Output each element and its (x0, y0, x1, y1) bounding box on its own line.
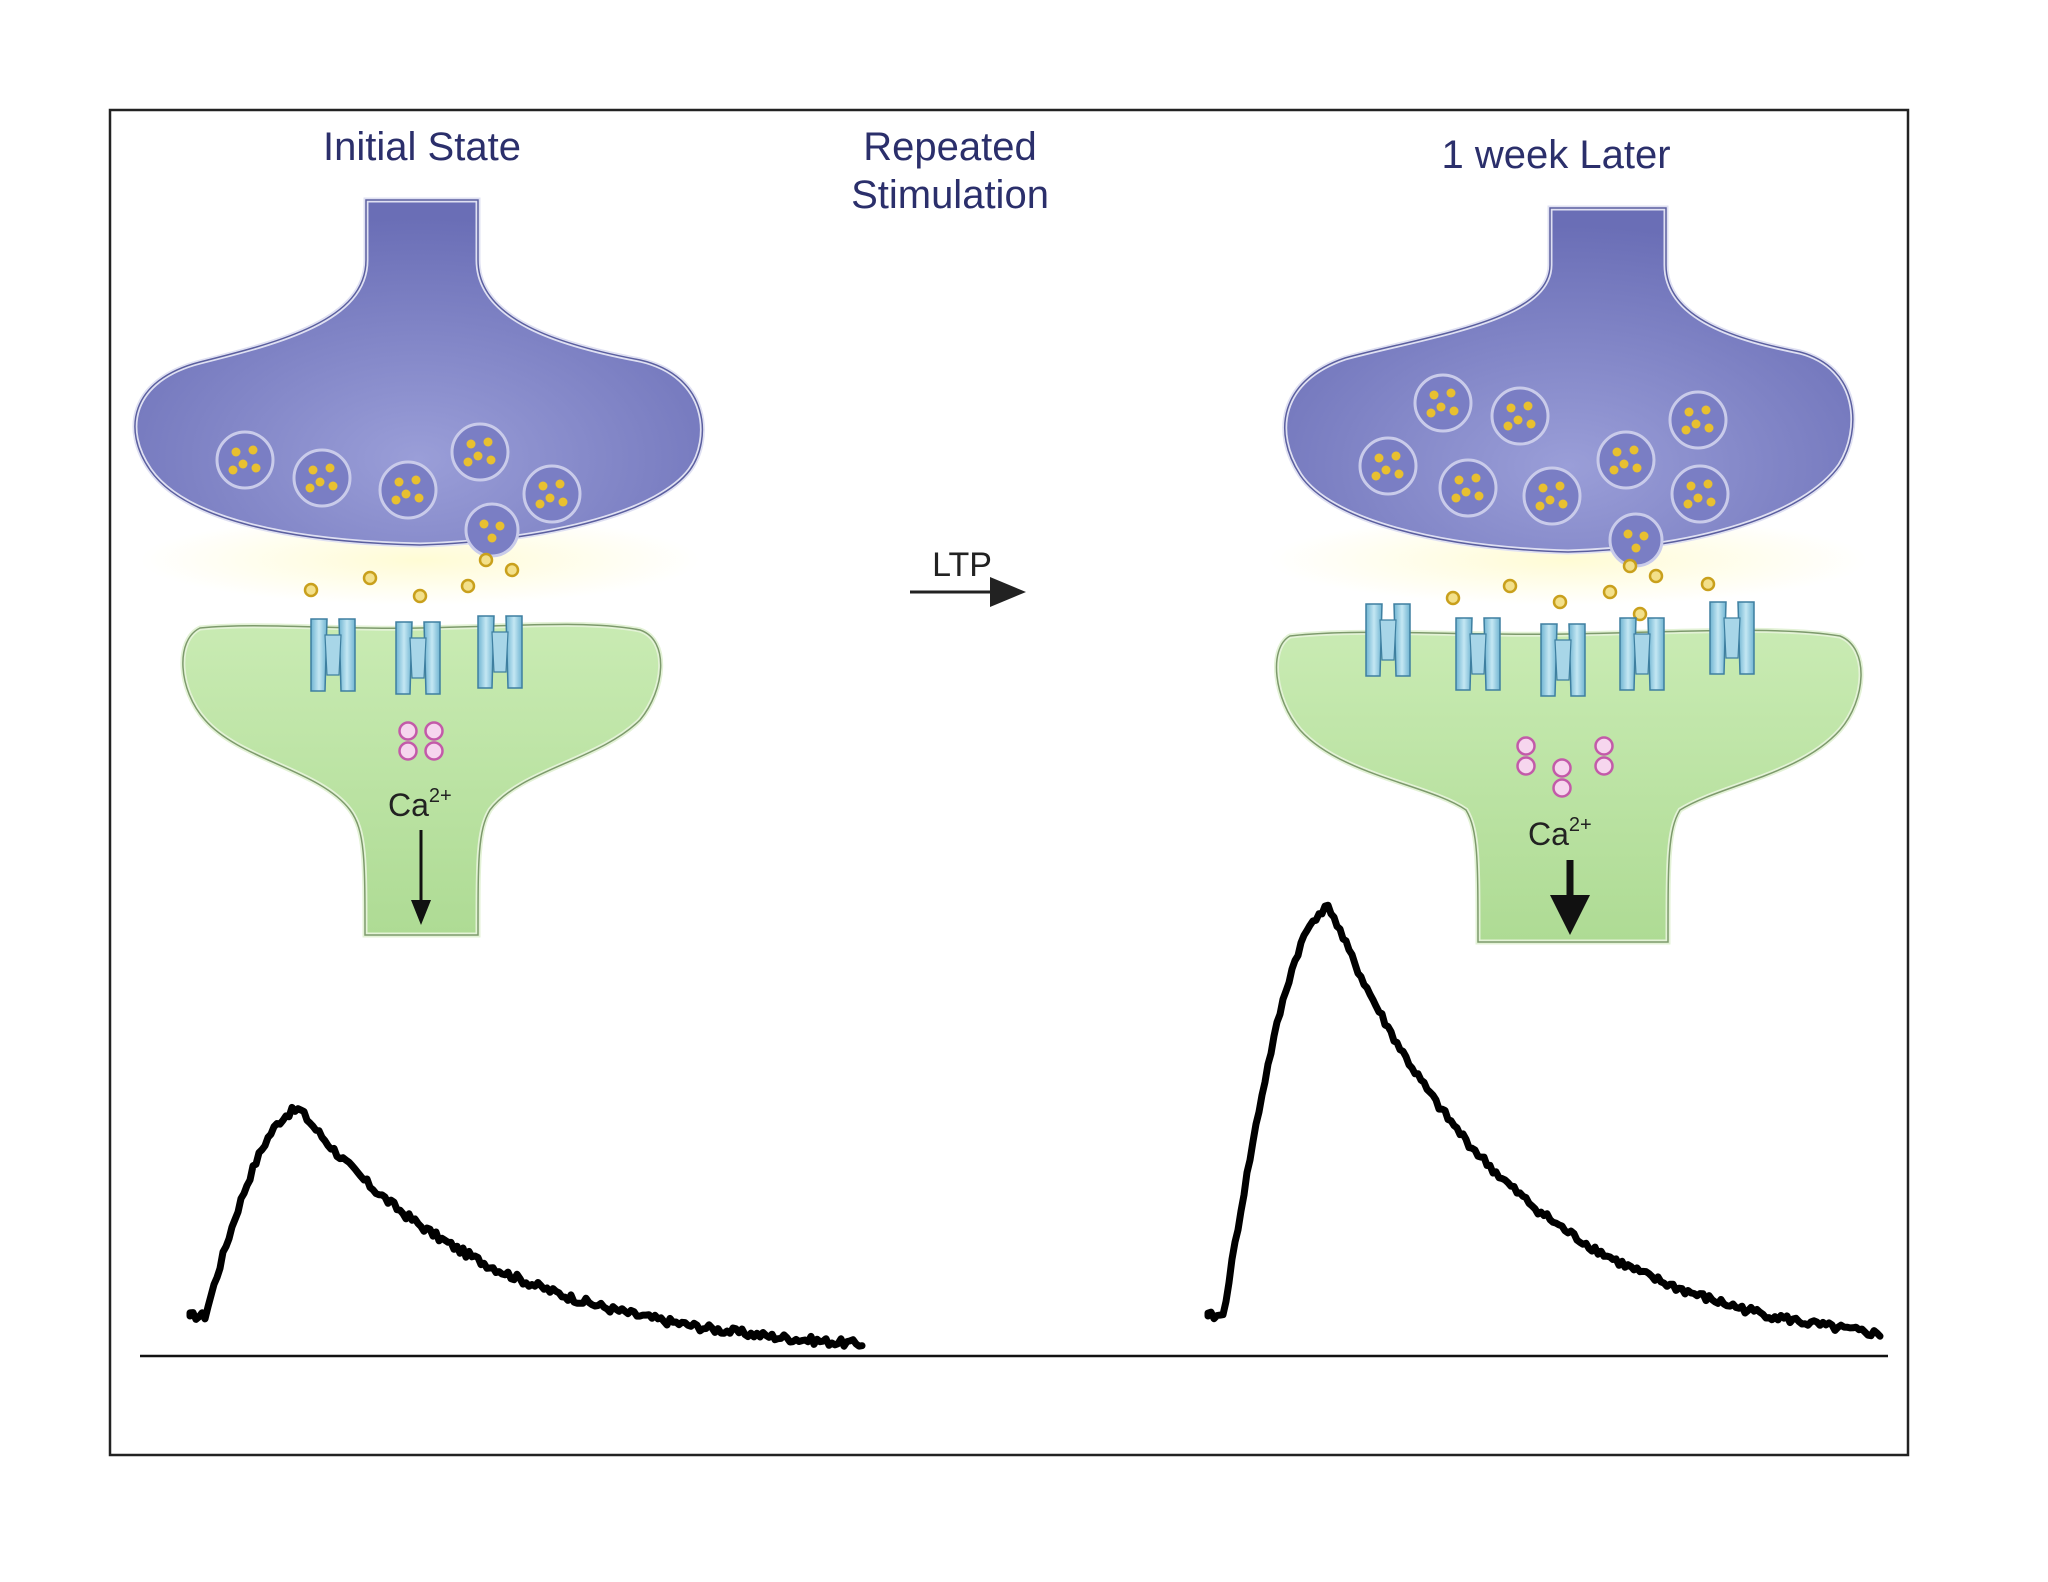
calcium-ions-right (1516, 736, 1614, 798)
calcium-label-right: Ca2+ (1528, 814, 1592, 852)
receptor (1619, 617, 1665, 691)
receptor (310, 618, 356, 692)
title-repeated-line2: Stimulation (851, 173, 1049, 217)
vesicle (1413, 373, 1473, 433)
vesicle (215, 430, 275, 490)
vesicle (1668, 390, 1728, 450)
vesicle (1358, 436, 1418, 496)
vesicle (450, 422, 510, 482)
neurotransmitter-right (1445, 558, 1716, 622)
vesicles-right (1358, 373, 1730, 568)
vesicle (292, 448, 352, 508)
vesicle (1596, 430, 1656, 490)
receptors-left (310, 615, 523, 695)
vesicle (1438, 458, 1498, 518)
receptor (1455, 617, 1501, 691)
vesicle (1522, 466, 1582, 526)
receptor (1540, 623, 1586, 697)
vesicle (1490, 386, 1550, 446)
cleft-glow-left (140, 515, 700, 605)
calcium-label-left: Ca2+ (388, 785, 452, 823)
title-initial-state: Initial State (323, 125, 521, 169)
vesicle (378, 460, 438, 520)
title-week-later: 1 week Later (1441, 133, 1670, 177)
receptor (477, 615, 523, 689)
receptor (1709, 601, 1755, 675)
epsp-trace-week-later (1204, 901, 1884, 1340)
cleft-glow-right (1268, 515, 1868, 605)
vesicle (522, 464, 582, 524)
vesicle (1670, 464, 1730, 524)
synapse-initial: Ca2+ (132, 197, 705, 938)
epsp-trace-initial (186, 1103, 866, 1350)
vesicles-left (215, 422, 582, 558)
title-repeated-line1: Repeated (863, 125, 1036, 169)
neurotransmitter-left (303, 552, 520, 604)
vesicle-fusing (464, 502, 520, 558)
receptor (395, 621, 441, 695)
vesicle-fusing (1608, 512, 1664, 568)
calcium-ions-left (398, 721, 444, 761)
receptor (1365, 603, 1411, 677)
synapse-week-later: Ca2+ (1268, 205, 1868, 945)
receptors-right (1365, 601, 1755, 697)
ltp-label: LTP (932, 546, 992, 584)
